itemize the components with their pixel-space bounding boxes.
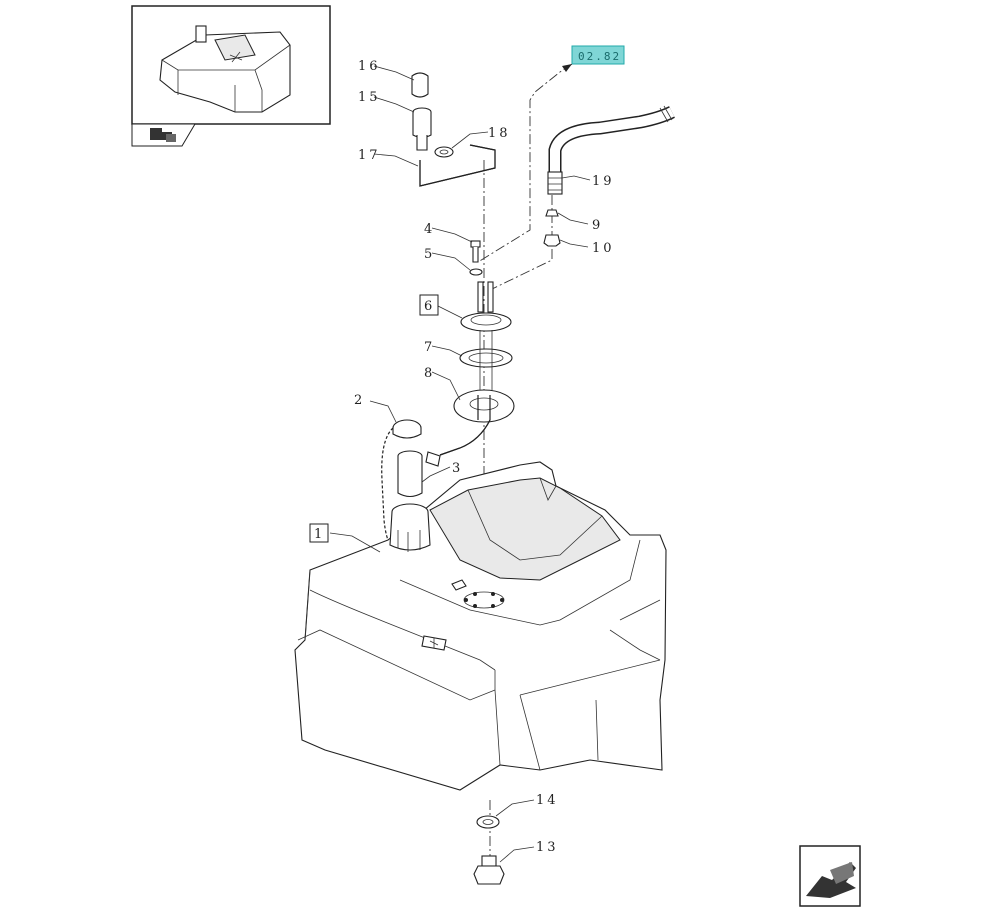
- part-19-hose[interactable]: [547, 105, 675, 195]
- part-4-screw[interactable]: [470, 240, 481, 263]
- part-15-breather[interactable]: [412, 107, 432, 151]
- hose-axis-line: [489, 195, 553, 291]
- callout-10: 10: [592, 241, 615, 256]
- thumbnail-panel[interactable]: [131, 5, 331, 125]
- callout-3: 3: [452, 461, 463, 476]
- next-page-arrow-icon[interactable]: [131, 123, 196, 147]
- callout-14: 14: [536, 793, 559, 808]
- callout-4: 4: [424, 222, 435, 237]
- part-7-gasket[interactable]: [459, 330, 513, 395]
- callout-1: 1: [314, 527, 325, 542]
- callout-7: 7: [424, 340, 435, 355]
- part-10-nut[interactable]: [543, 234, 561, 247]
- part-18-washer[interactable]: [434, 146, 454, 158]
- reference-chip-text: 02.82: [578, 50, 621, 63]
- part-16-cap[interactable]: [411, 72, 429, 98]
- callout-9: 9: [592, 218, 603, 233]
- part-14-drain-washer[interactable]: [476, 815, 500, 829]
- leader-lines: [329, 65, 591, 863]
- part-5-washer[interactable]: [469, 268, 483, 276]
- part-6-sender-head[interactable]: [460, 281, 512, 332]
- callout-19: 19: [592, 174, 615, 189]
- part-13-drain-plug[interactable]: [473, 855, 505, 885]
- previous-page-arrow-icon[interactable]: [799, 845, 861, 907]
- part-17-pipe[interactable]: [419, 144, 496, 187]
- filler-neck-tube[interactable]: [397, 450, 423, 498]
- part-8-flange[interactable]: [439, 389, 515, 456]
- callout-5: 5: [424, 247, 435, 262]
- reference-chip[interactable]: 02.82: [571, 45, 625, 65]
- fuel-tank-thumbnail-icon: [159, 25, 291, 113]
- callout-6-box: [419, 294, 439, 316]
- callout-labels: 16 15 17 18 19 9 10 4 5 6 7 8 2 3 1 14 1…: [309, 59, 615, 855]
- callout-18: 18: [488, 126, 511, 141]
- callout-1-box: [309, 523, 329, 543]
- callout-17: 17: [358, 148, 381, 163]
- part-3-clip[interactable]: [425, 451, 441, 467]
- part-9-olive[interactable]: [545, 209, 559, 217]
- callout-16: 16: [358, 59, 381, 74]
- callout-2: 2: [354, 393, 365, 408]
- callout-8: 8: [424, 366, 435, 381]
- callout-13: 13: [536, 840, 559, 855]
- part-2-filler-cap[interactable]: [381, 419, 422, 549]
- callout-6: 6: [424, 299, 435, 314]
- callout-15: 15: [358, 90, 381, 105]
- part-1-fuel-tank[interactable]: [294, 461, 667, 791]
